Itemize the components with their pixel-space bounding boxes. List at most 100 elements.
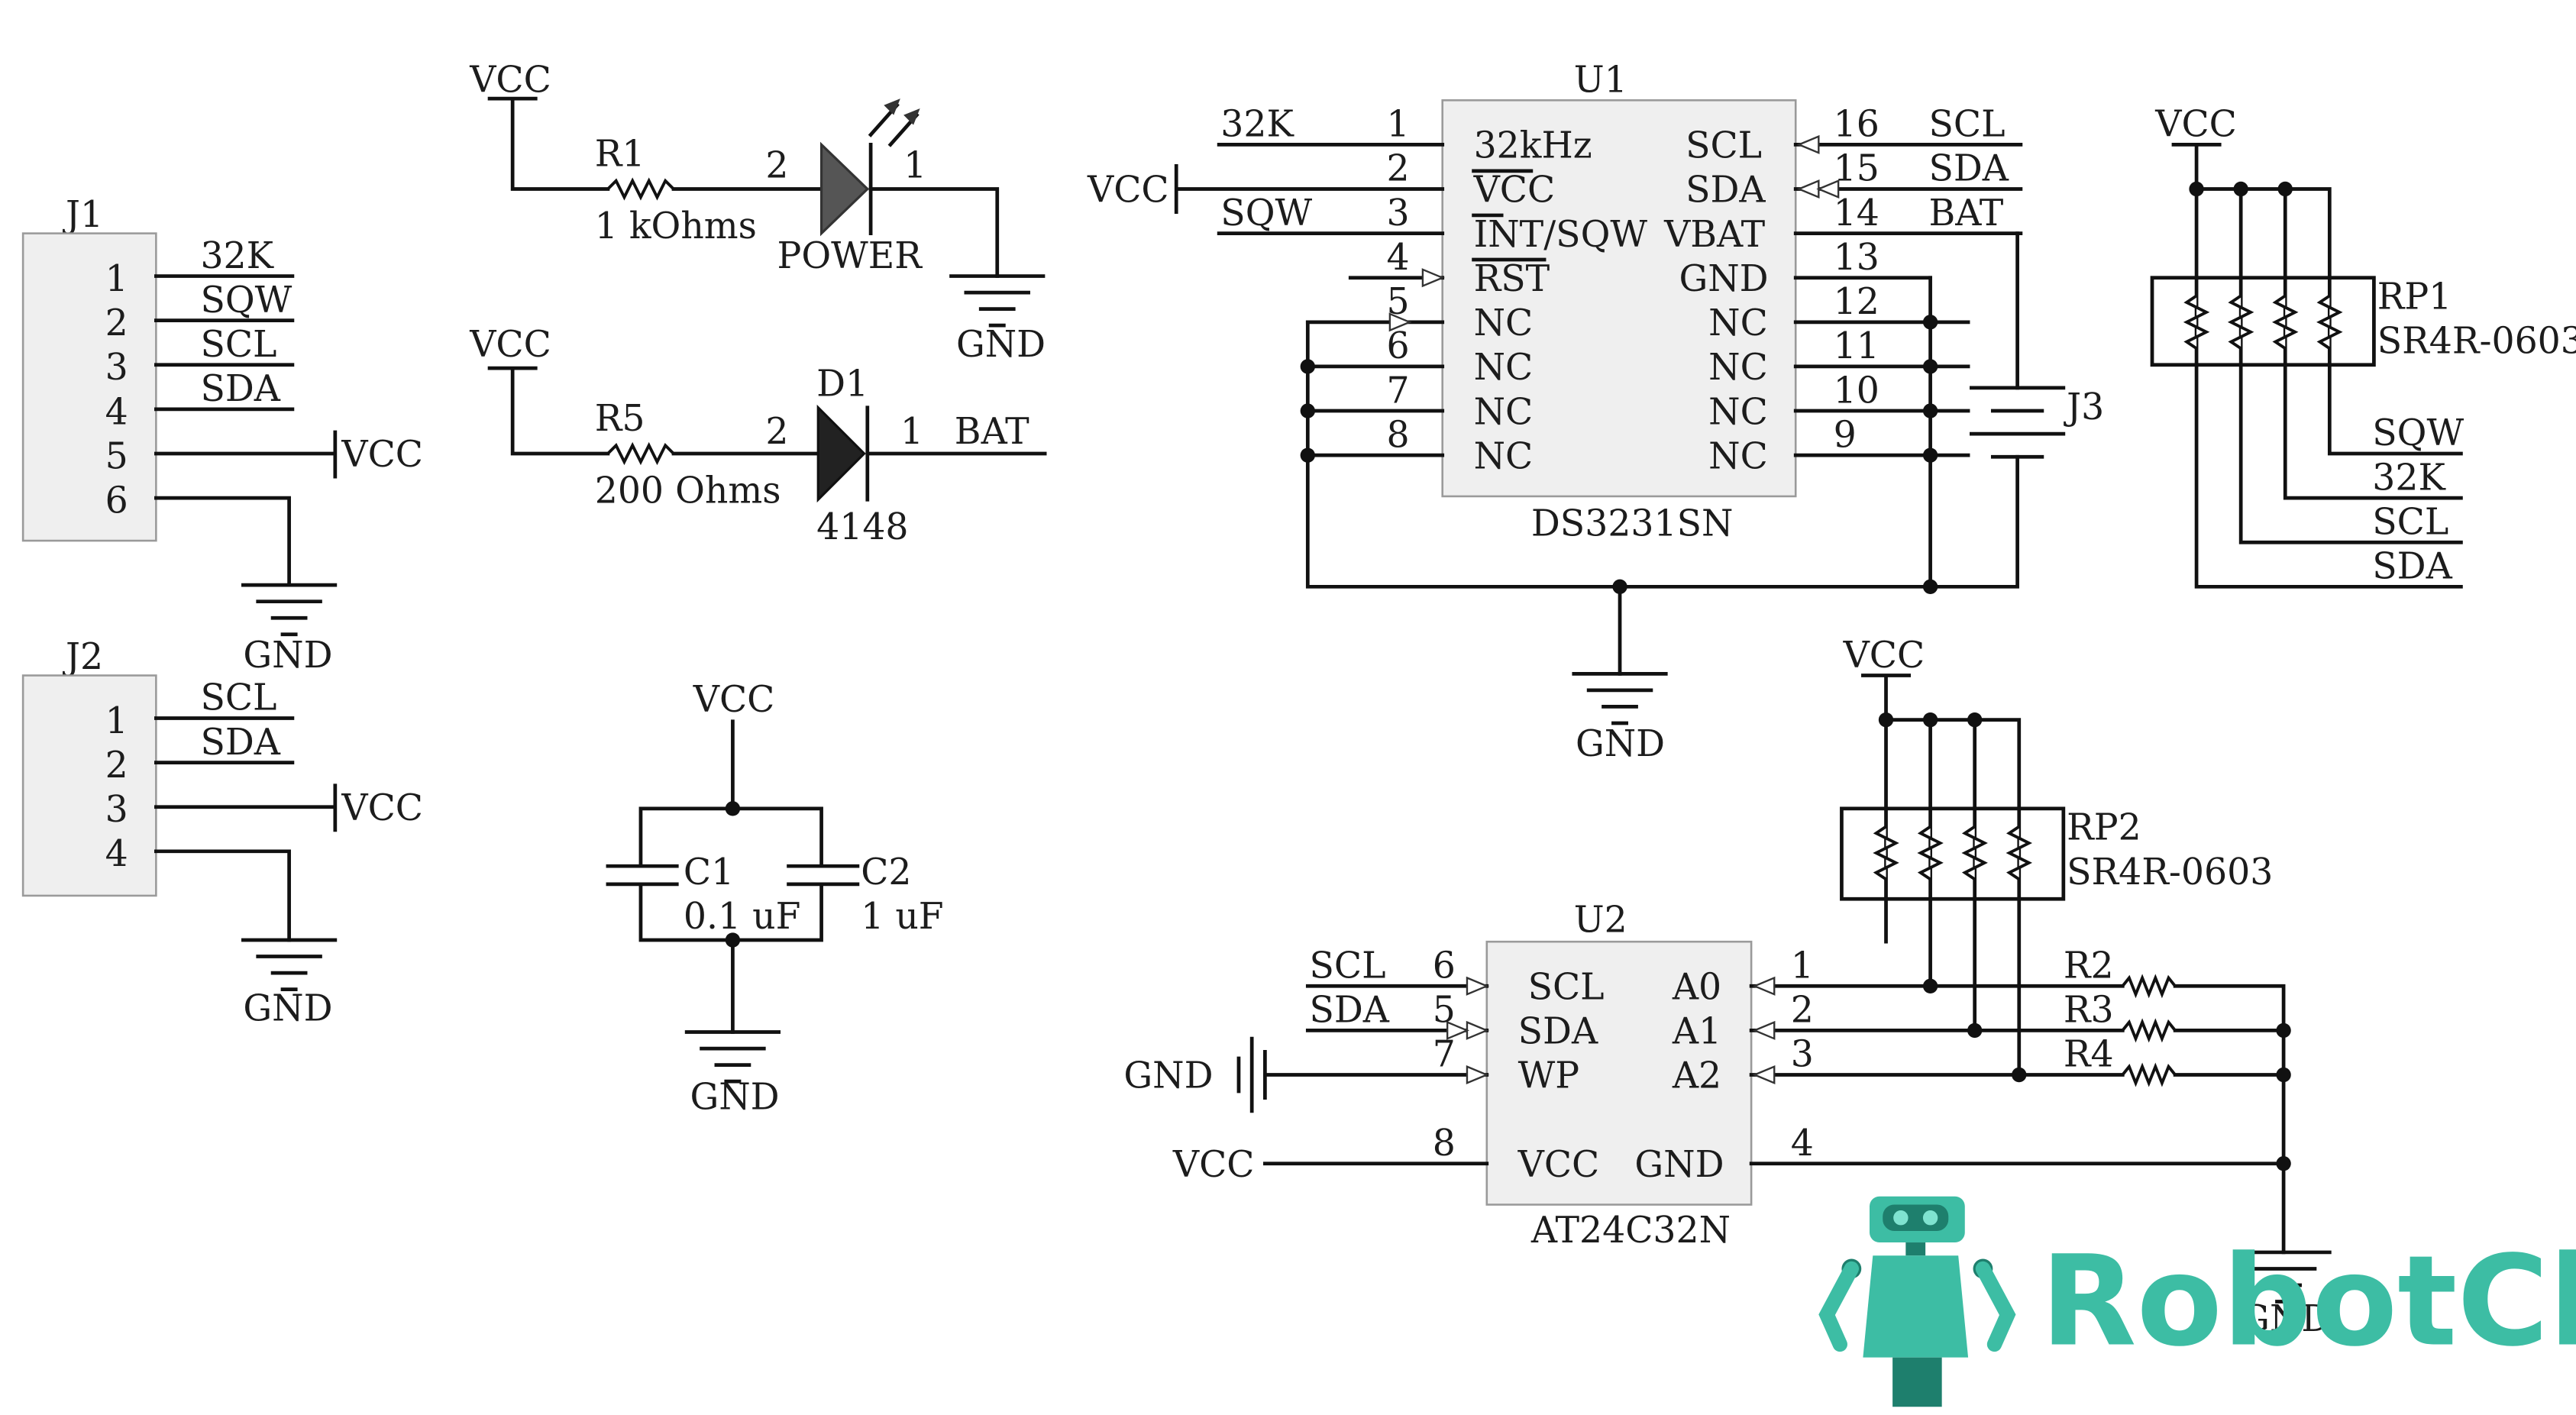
r3-ref: R3	[2064, 990, 2114, 1032]
j1-pin-6: 6	[105, 480, 128, 522]
j1-net-sqw: SQW	[200, 279, 292, 321]
u1-pinname-nc7: NC	[1474, 391, 1534, 433]
d1-part: 4148	[816, 506, 908, 548]
ground-icon	[1572, 672, 1668, 725]
j1-net-sda: SDA	[200, 368, 280, 410]
u2-ref: U2	[1574, 899, 1627, 941]
j2-pin-4: 4	[105, 833, 128, 875]
u1-pinname-rst: RST	[1474, 258, 1550, 300]
rp1-resistors	[2183, 294, 2343, 350]
u1-pinname-nc10: NC	[1708, 391, 1768, 433]
u1-pinname-scl: SCL	[1686, 125, 1762, 167]
ground-icon	[949, 274, 1046, 328]
led-name: POWER	[777, 235, 923, 277]
j1-body	[21, 232, 157, 542]
resistor-pack-rp1: VCC RP1 SR4R-0603 SQW 32K SCL SDA	[2150, 104, 2576, 589]
u2-pinname-wp: WP	[1518, 1055, 1579, 1097]
u1-pinname-vbat: VBAT	[1663, 214, 1766, 256]
u1-net-scl: SCL	[1928, 104, 2005, 146]
j2-pin-1: 1	[105, 700, 128, 742]
u1-net-sqw: SQW	[1220, 192, 1312, 234]
u2-pin-3: 3	[1791, 1034, 1814, 1076]
rp2-body	[1840, 806, 2066, 901]
ground-icon	[2235, 1250, 2332, 1304]
d1-net-bat: BAT	[955, 411, 1029, 453]
d1-ref: D1	[816, 363, 868, 405]
j2-body	[21, 674, 157, 897]
rp2-resistors	[1873, 825, 2032, 881]
connector-j1: J1 1 2 3 4 5 6 32K SQW SCL SDA VCC GND	[21, 194, 423, 677]
u1-pinname-nc9: NC	[1708, 435, 1768, 477]
u2-gnd-label: GND	[2241, 1298, 2330, 1340]
rp1-net-scl: SCL	[2372, 501, 2448, 543]
u1-body	[1441, 99, 1797, 498]
r2-ref: R2	[2064, 945, 2114, 987]
connector-j2: J2 1 2 3 4 SCL SDA VCC GND	[21, 636, 423, 1029]
r4-ref: R4	[2064, 1034, 2114, 1076]
u1-pin-8: 8	[1387, 414, 1410, 456]
j1-pin-4: 4	[105, 391, 128, 433]
u2-pinname-scl: SCL	[1528, 966, 1605, 1008]
u1-pin-16: 16	[1834, 104, 1879, 146]
u2-pin-6: 6	[1433, 945, 1456, 987]
j2-pin-3: 3	[105, 789, 128, 831]
led-gnd-label: GND	[956, 324, 1046, 366]
battery-diode-circuit: VCC R5 200 Ohms D1 2 1 BAT 4148	[469, 324, 1047, 548]
u1-pin-15: 15	[1834, 148, 1879, 190]
ground-icon	[241, 938, 338, 991]
u2-pin-2: 2	[1791, 990, 1814, 1032]
u1-pinname-sda: SDA	[1686, 170, 1766, 212]
u1-pin-9: 9	[1834, 414, 1857, 456]
j1-gnd-label: GND	[243, 635, 332, 677]
u2-net-scl: SCL	[1309, 945, 1385, 987]
u1-pinname-vcc: VCC	[1473, 170, 1556, 212]
u1-pinname-gnd: GND	[1679, 258, 1768, 300]
u1-vcc-label: VCC	[1087, 170, 1169, 212]
u2-pinname-a0: A0	[1672, 966, 1721, 1008]
u1-pin-7: 7	[1387, 370, 1410, 412]
r1-ref: R1	[595, 133, 645, 175]
u2-vcc-label: VCC	[1172, 1144, 1255, 1186]
j1-vcc-label: VCC	[341, 434, 423, 476]
ground-icon	[241, 583, 338, 637]
rp1-part: SR4R-0603	[2377, 321, 2576, 363]
u1-pinname-int-sqw: INT/SQW	[1474, 214, 1648, 256]
j2-net-sda: SDA	[200, 722, 280, 764]
rp1-body	[2150, 276, 2376, 367]
j2-net-scl: SCL	[200, 677, 276, 719]
u2-pin-4: 4	[1791, 1123, 1814, 1165]
c1-ref: C1	[684, 851, 734, 893]
j1-pin-5: 5	[105, 435, 128, 477]
rp1-net-32k: 32K	[2372, 457, 2446, 499]
d1-pin-1: 1	[900, 411, 923, 453]
u2-part: AT24C32N	[1530, 1210, 1731, 1252]
led-icon	[819, 141, 870, 237]
rp1-vcc-label: VCC	[2154, 104, 2237, 146]
c2-value: 1 uF	[861, 896, 943, 938]
u1-pin-1: 1	[1387, 104, 1410, 146]
j1-net-scl: SCL	[200, 324, 276, 366]
u2-pin-5: 5	[1433, 990, 1456, 1032]
ground-icon	[684, 1030, 781, 1084]
ic-u2: U2 AT24C32N SCL SDA GND VCC 6 5 7 8 SCL …	[1123, 899, 2332, 1340]
diode-icon	[816, 404, 866, 503]
rp1-ref: RP1	[2377, 276, 2452, 318]
u1-pin-2: 2	[1387, 148, 1410, 190]
j1-pin-1: 1	[105, 258, 128, 300]
u1-pinname-nc11: NC	[1708, 347, 1768, 389]
caps-gnd-label: GND	[690, 1077, 779, 1119]
u1-pin-4: 4	[1387, 237, 1410, 279]
c1-value: 0.1 uF	[684, 896, 801, 938]
j3-ref: J3	[2064, 386, 2104, 428]
u2-pin-1: 1	[1791, 945, 1814, 987]
u1-pin-14: 14	[1834, 192, 1879, 234]
u1-net-sda: SDA	[1928, 148, 2009, 190]
u1-part: DS3231SN	[1531, 503, 1734, 545]
battery-icon	[1970, 386, 2066, 459]
caps-vcc-label: VCC	[693, 679, 775, 721]
j2-pin-2: 2	[105, 745, 128, 787]
u1-pinname-nc12: NC	[1708, 302, 1768, 344]
d1-pin-2: 2	[765, 411, 788, 453]
rp2-part: SR4R-0603	[2067, 851, 2273, 893]
